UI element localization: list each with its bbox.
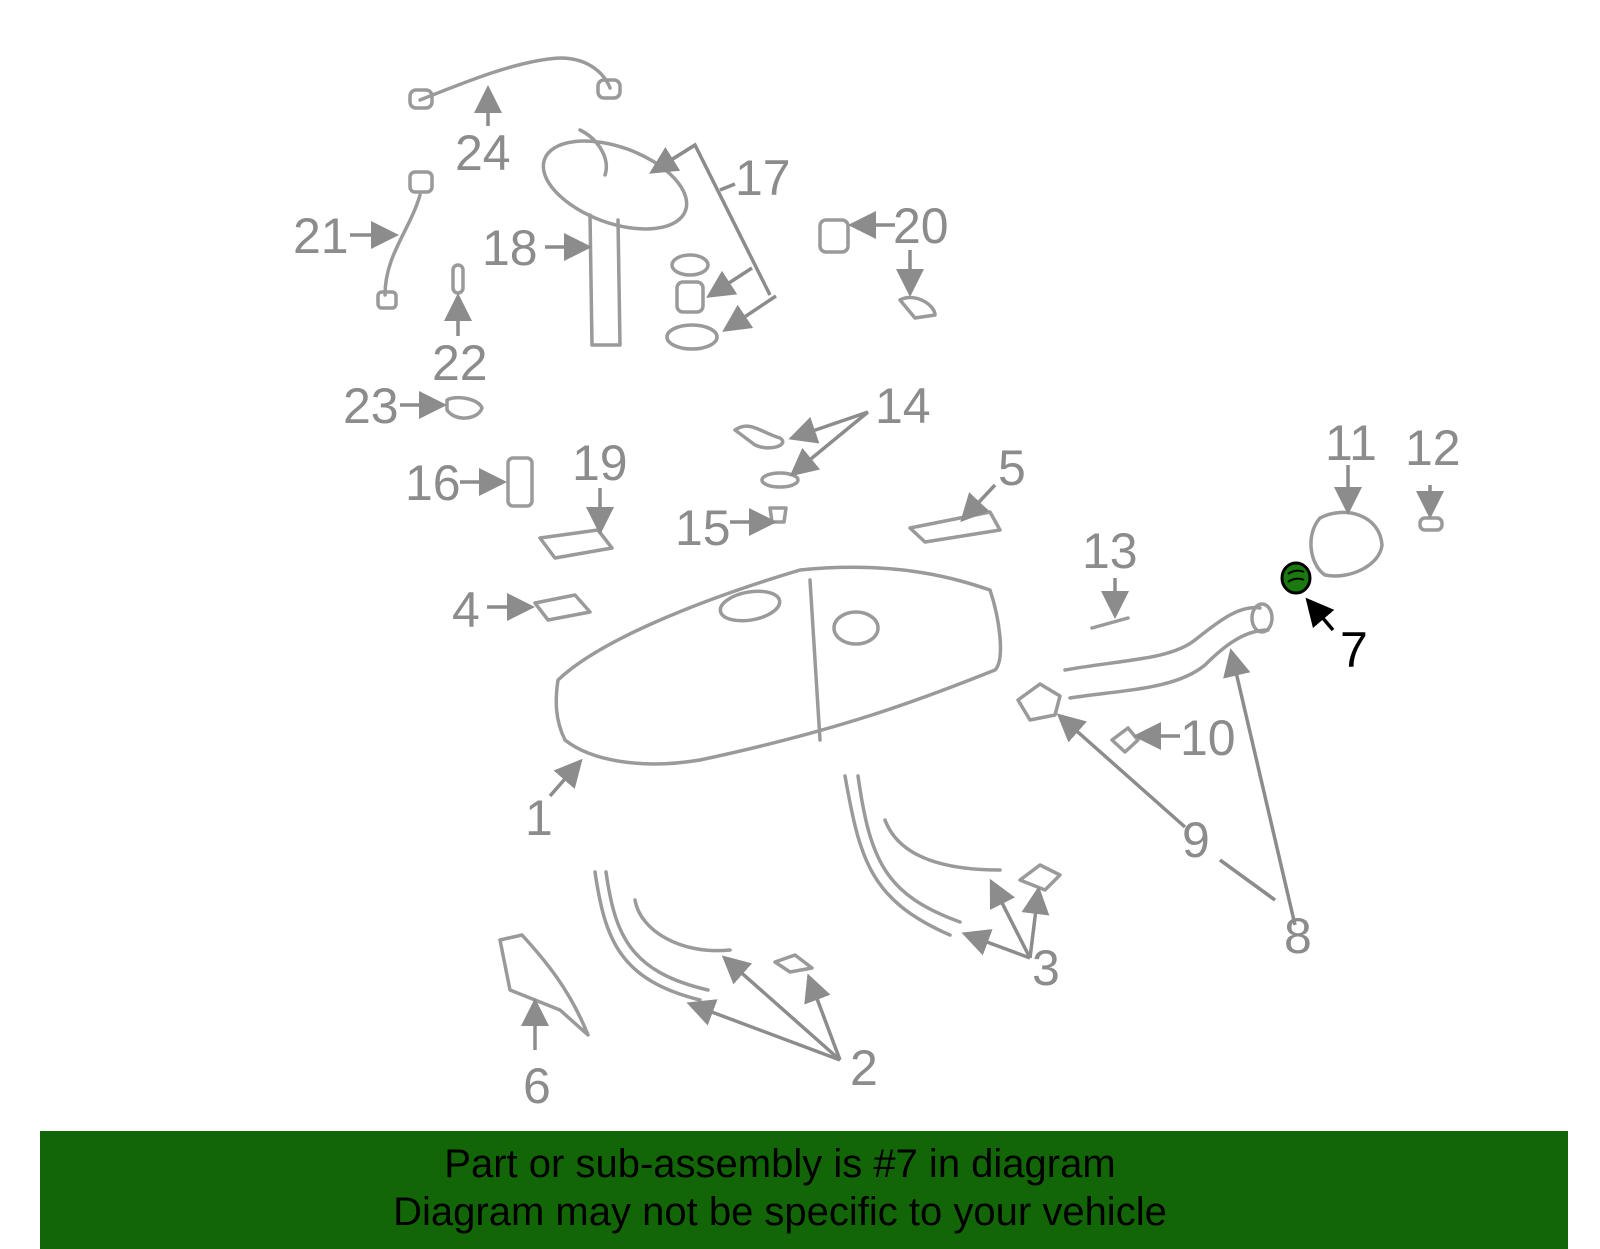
parts-diagram: 24 17 18 20 21 22 23 16	[293, 56, 1461, 1114]
label-11: 11	[1325, 415, 1377, 471]
part-11-fuel-door[interactable]	[1309, 510, 1384, 578]
part-2-tank-straps[interactable]	[593, 870, 814, 1002]
label-20: 20	[893, 198, 949, 254]
banner-disclaimer-text: Diagram may not be specific to your vehi…	[393, 1190, 1167, 1234]
label-17: 17	[735, 150, 791, 206]
part-15-grommet[interactable]	[768, 506, 788, 524]
part-4-protector[interactable]	[533, 593, 592, 622]
label-1: 1	[525, 790, 553, 846]
label-3: 3	[1032, 940, 1060, 996]
part-22-gasket[interactable]	[451, 263, 465, 295]
info-banner: Part or sub-assembly is #7 in diagram Di…	[40, 1131, 1568, 1249]
label-10: 10	[1180, 710, 1236, 766]
part-13-hose[interactable]	[1090, 616, 1130, 630]
part-10-bracket[interactable]	[1110, 726, 1140, 754]
label-16: 16	[405, 455, 461, 511]
part-9-gasket[interactable]	[1016, 682, 1062, 722]
label-19: 19	[572, 435, 628, 491]
label-23: 23	[343, 378, 399, 434]
part-16-filter[interactable]	[506, 456, 534, 508]
label-22: 22	[432, 335, 488, 391]
part-6-insulator[interactable]	[498, 933, 590, 1037]
part-3-tank-straps[interactable]	[843, 774, 1062, 937]
label-21: 21	[293, 208, 349, 264]
label-12: 12	[1405, 420, 1461, 476]
label-2: 2	[850, 1040, 878, 1096]
part-5-protector[interactable]	[908, 510, 1002, 544]
label-24: 24	[455, 125, 511, 181]
part-23-clamp[interactable]	[445, 395, 484, 420]
label-14: 14	[875, 378, 931, 434]
part-7-fuel-cap-highlighted[interactable]	[1280, 561, 1312, 595]
label-5: 5	[998, 440, 1026, 496]
label-7: 7	[1340, 622, 1368, 678]
part-14-gaskets[interactable]	[733, 424, 800, 489]
part-1-fuel-tank[interactable]	[554, 565, 1003, 766]
part-17-fuel-pump-bracket[interactable]	[532, 124, 699, 347]
part-12-spring[interactable]	[1418, 516, 1444, 532]
label-4: 4	[452, 582, 480, 638]
part-8-filler-pipe[interactable]	[1063, 602, 1274, 700]
part-24-harness[interactable]	[408, 56, 622, 110]
label-6: 6	[523, 1058, 551, 1114]
label-15: 15	[675, 500, 731, 556]
banner-part-text: Part or sub-assembly is #7 in diagram	[444, 1142, 1116, 1186]
part-19-protector[interactable]	[538, 528, 614, 560]
label-13: 13	[1082, 523, 1138, 579]
label-8: 8	[1284, 908, 1312, 964]
part-21-sender-wire[interactable]	[376, 170, 434, 310]
label-9: 9	[1182, 812, 1210, 868]
part-17-seal-valve[interactable]	[665, 253, 719, 351]
label-18: 18	[482, 220, 538, 276]
